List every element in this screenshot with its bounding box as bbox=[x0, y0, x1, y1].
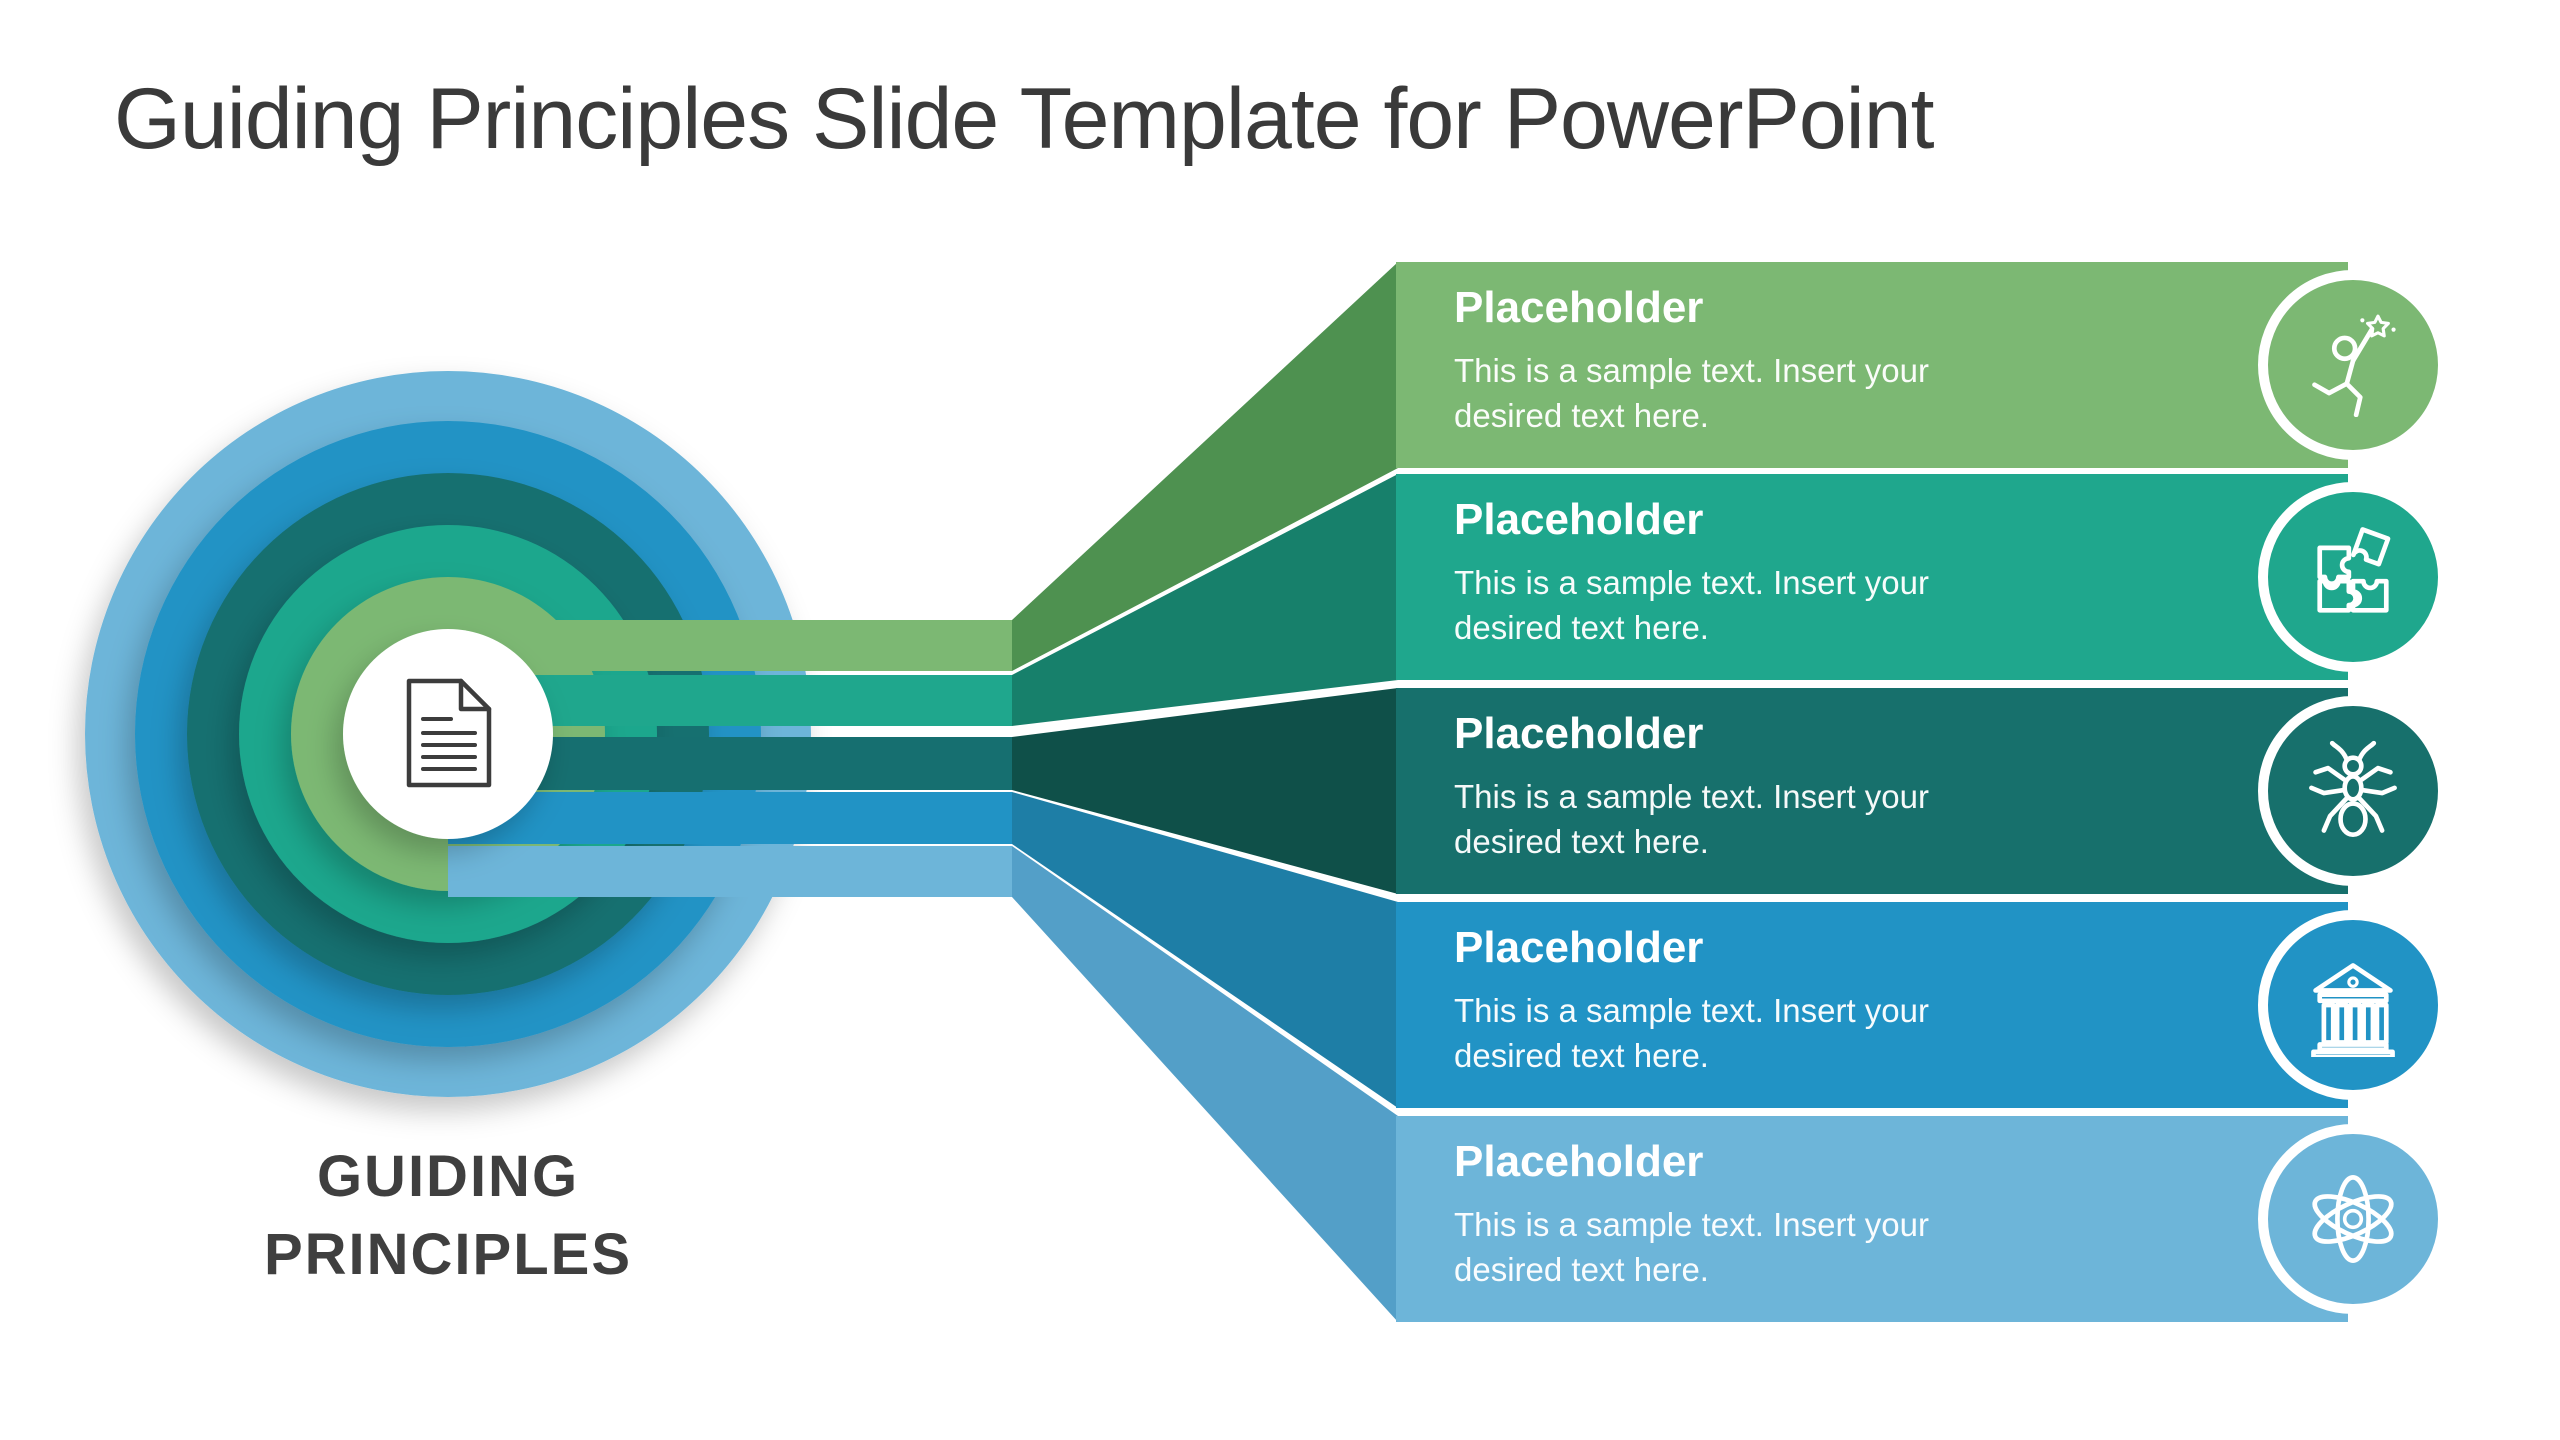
bar-blue bbox=[448, 792, 1012, 844]
band-title: Placeholder bbox=[1454, 923, 1704, 972]
document-icon bbox=[406, 678, 492, 788]
funnel-5 bbox=[1012, 846, 1398, 1322]
band-body: This is a sample text. Insert your desir… bbox=[1454, 778, 1930, 860]
principle-band-3: Placeholder This is a sample text. Inser… bbox=[1396, 688, 2348, 894]
badge-3 bbox=[2258, 696, 2448, 886]
band-title: Placeholder bbox=[1454, 495, 1704, 544]
funnel-3 bbox=[1012, 688, 1398, 894]
band-title: Placeholder bbox=[1454, 709, 1704, 758]
principle-band-4: Placeholder This is a sample text. Inser… bbox=[1396, 902, 2348, 1108]
badge-5 bbox=[2258, 1124, 2448, 1314]
band-title: Placeholder bbox=[1454, 283, 1704, 332]
bar-light-blue bbox=[448, 846, 1012, 897]
principle-band-2: Placeholder This is a sample text. Inser… bbox=[1396, 474, 2348, 680]
funnel-connectors bbox=[1012, 262, 1398, 1322]
badge-4 bbox=[2258, 910, 2448, 1100]
puzzle-icon bbox=[2317, 527, 2391, 613]
bank-icon bbox=[2311, 963, 2395, 1057]
principle-band-1: Placeholder This is a sample text. Inser… bbox=[1396, 262, 2348, 468]
atom-icon bbox=[2312, 1175, 2394, 1263]
funnel-4 bbox=[1012, 792, 1398, 1108]
badge-1 bbox=[2258, 270, 2448, 460]
core-label: GUIDING PRINCIPLES bbox=[263, 1144, 633, 1287]
page-title: Guiding Principles Slide Template for Po… bbox=[114, 71, 1934, 167]
person-reaching-star-icon bbox=[2312, 314, 2396, 417]
band-body: This is a sample text. Insert your desir… bbox=[1454, 564, 1930, 646]
funnel-1 bbox=[1012, 262, 1398, 671]
badge-2 bbox=[2258, 482, 2448, 672]
band-body: This is a sample text. Insert your desir… bbox=[1454, 352, 1930, 434]
funnel-2 bbox=[1012, 474, 1398, 726]
ant-icon bbox=[2309, 740, 2397, 838]
band-title: Placeholder bbox=[1454, 1137, 1704, 1186]
principle-band-5: Placeholder This is a sample text. Inser… bbox=[1396, 1116, 2348, 1322]
connector-bars bbox=[448, 620, 1012, 897]
band-body: This is a sample text. Insert your desir… bbox=[1454, 992, 1930, 1074]
band-body: This is a sample text. Insert your desir… bbox=[1454, 1206, 1930, 1288]
bar-green bbox=[448, 620, 1012, 671]
